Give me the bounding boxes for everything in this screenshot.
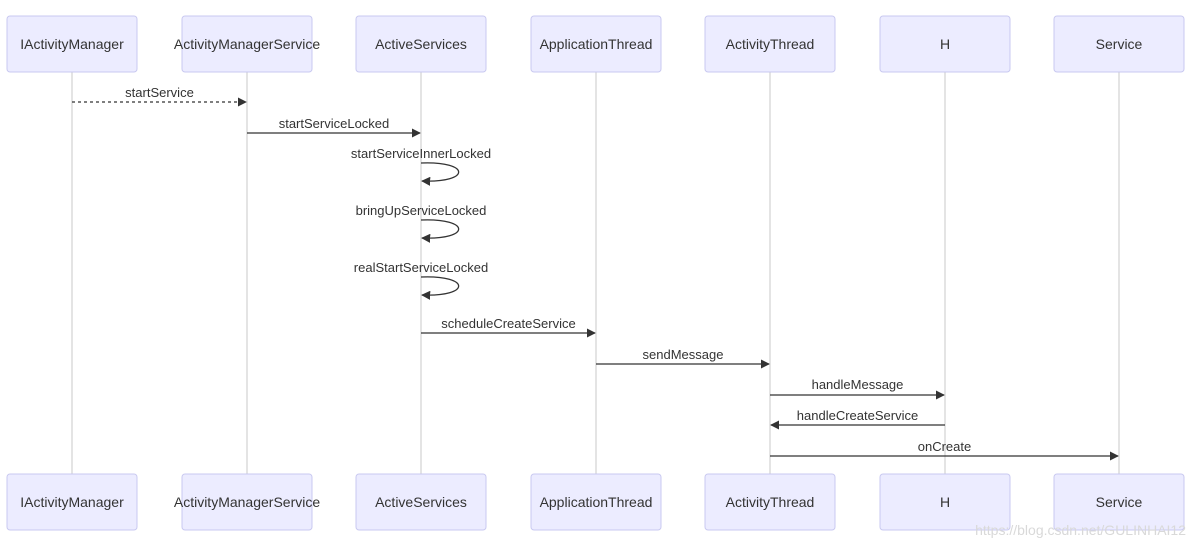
- actor-bottom-service: Service: [1053, 473, 1185, 531]
- message-label: realStartServiceLocked: [354, 260, 488, 275]
- actor-box: [530, 473, 662, 531]
- message-arrow: [420, 219, 460, 243]
- actor-label: ActivityThread: [726, 494, 815, 510]
- message-label: sendMessage: [643, 347, 724, 362]
- actor-bottom-activity-thread: ActivityThread: [704, 473, 836, 531]
- message-label: handleCreateService: [797, 408, 918, 423]
- actor-label: H: [940, 36, 950, 52]
- message-handle-create-service: handleCreateService: [770, 408, 945, 430]
- actor-label: IActivityManager: [20, 494, 124, 510]
- actor-box: [355, 473, 487, 531]
- actor-top-h: H: [879, 15, 1011, 73]
- actor-bottom-h: H: [879, 473, 1011, 531]
- actor-label: Service: [1096, 36, 1143, 52]
- message-label: handleMessage: [812, 377, 904, 392]
- message-handle-message: handleMessage: [770, 377, 945, 400]
- message-bring-up-service-locked: bringUpServiceLocked: [356, 203, 487, 243]
- actor-box: [6, 473, 138, 531]
- actor-bottom-activity-manager-service: ActivityManagerService: [174, 473, 320, 531]
- actor-box: [1053, 473, 1185, 531]
- actor-box: [530, 15, 662, 73]
- message-on-create: onCreate: [770, 439, 1119, 461]
- watermark: https://blog.csdn.net/GULINHAI12: [975, 522, 1186, 538]
- actor-top-application-thread: ApplicationThread: [530, 15, 662, 73]
- actor-top-activity-thread: ActivityThread: [704, 15, 836, 73]
- actor-label: ActiveServices: [375, 36, 467, 52]
- actor-top-service: Service: [1053, 15, 1185, 73]
- message-label: scheduleCreateService: [441, 316, 575, 331]
- message-label: startServiceInnerLocked: [351, 146, 491, 161]
- message-start-service-locked: startServiceLocked: [247, 116, 421, 138]
- message-arrow: [420, 276, 460, 300]
- actor-bottom-active-services: ActiveServices: [355, 473, 487, 531]
- actors-top: IActivityManager ActivityManagerService Ac…: [6, 15, 1185, 73]
- message-start-service-inner-locked: startServiceInnerLocked: [351, 146, 491, 186]
- message-send-message: sendMessage: [596, 347, 770, 369]
- actor-label: ActivityManagerService: [174, 36, 320, 52]
- actor-box: [181, 15, 313, 73]
- message-label: onCreate: [918, 439, 971, 454]
- message-start-service: startService: [72, 85, 247, 107]
- message-real-start-service-locked: realStartServiceLocked: [354, 260, 488, 300]
- message-schedule-create-service: scheduleCreateService: [421, 316, 596, 338]
- actor-label: H: [940, 494, 950, 510]
- actor-box: [6, 15, 138, 73]
- actor-label: ApplicationThread: [540, 494, 653, 510]
- actor-label: ActiveServices: [375, 494, 467, 510]
- actor-label: IActivityManager: [20, 36, 124, 52]
- actor-box: [704, 473, 836, 531]
- actor-bottom-application-thread: ApplicationThread: [530, 473, 662, 531]
- actor-box: [879, 473, 1011, 531]
- actor-top-activity-manager-service: ActivityManagerService: [174, 15, 320, 73]
- actor-label: ActivityThread: [726, 36, 815, 52]
- actor-label: ActivityManagerService: [174, 494, 320, 510]
- actor-label: ApplicationThread: [540, 36, 653, 52]
- actor-top-iactivity-manager: IActivityManager: [6, 15, 138, 73]
- lifelines: [71, 72, 1120, 474]
- actors-bottom: IActivityManager ActivityManagerService Ac…: [6, 473, 1185, 531]
- actor-bottom-iactivity-manager: IActivityManager: [6, 473, 138, 531]
- message-arrow: [420, 162, 460, 186]
- messages: startService startServiceLocked startServi…: [72, 85, 1119, 461]
- message-label: startService: [125, 85, 194, 100]
- actor-box: [879, 15, 1011, 73]
- actor-box: [704, 15, 836, 73]
- actor-box: [181, 473, 313, 531]
- actor-label: Service: [1096, 494, 1143, 510]
- message-label: startServiceLocked: [279, 116, 390, 131]
- actor-box: [355, 15, 487, 73]
- actor-top-active-services: ActiveServices: [355, 15, 487, 73]
- actor-box: [1053, 15, 1185, 73]
- message-label: bringUpServiceLocked: [356, 203, 487, 218]
